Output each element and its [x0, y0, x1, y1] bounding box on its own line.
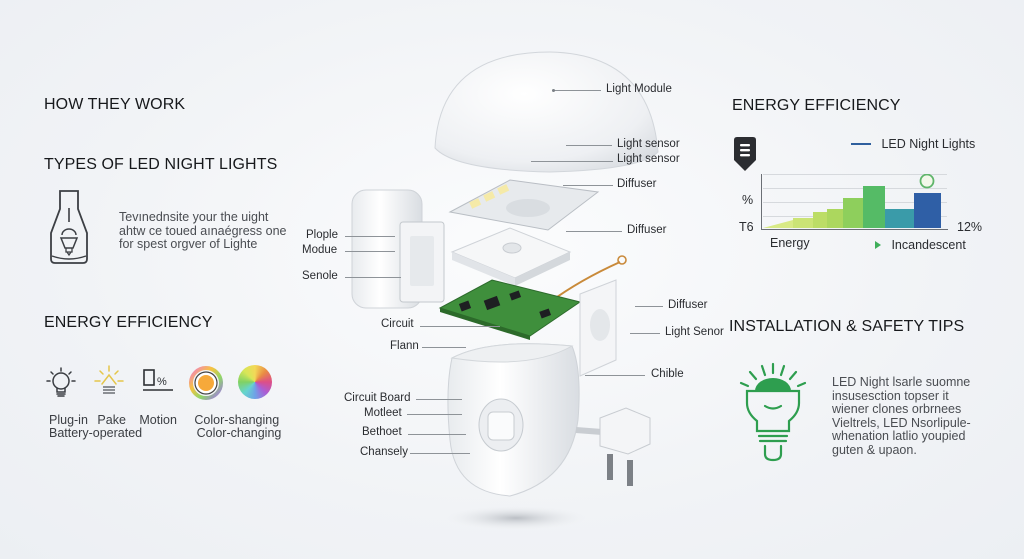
- leader-line: [553, 90, 601, 91]
- label-diffuser-3: Diffuser: [668, 299, 708, 311]
- label-diffuser-2: Diffuser: [627, 224, 667, 236]
- leader-line: [345, 251, 395, 252]
- leader-line: [585, 375, 645, 376]
- motion-percent-icon: %: [141, 368, 177, 396]
- leader-line: [416, 399, 462, 400]
- label-diffuser-1: Diffuser: [617, 178, 657, 190]
- leader-line: [420, 326, 500, 327]
- right-annotation: 12%: [957, 220, 983, 234]
- legend-line-marker: [851, 142, 871, 145]
- list-tag-icon: [734, 137, 756, 173]
- leader-line: [566, 231, 622, 232]
- leader-line: [566, 145, 612, 146]
- energy-efficiency-heading-right: ENERGY EFFICIENCY: [732, 97, 901, 114]
- bulb-outline-icon: [44, 366, 78, 400]
- y-tick-percent: %: [742, 193, 754, 207]
- leader-line: [345, 277, 401, 278]
- installation-description: LED Night lsarle suomne insusesction top…: [832, 375, 971, 457]
- bar-chart: [761, 174, 948, 230]
- label-light-sensor-2: Light sensor: [617, 153, 680, 165]
- leader-line: [410, 453, 470, 454]
- label-plople: Plople: [306, 229, 338, 241]
- x-axis-label: Energy: [770, 236, 810, 250]
- chart-legend-led: LED Night Lights: [851, 135, 975, 153]
- green-bulb-icon: [735, 362, 815, 466]
- how-they-work-heading: HOW THEY WORK: [44, 96, 186, 113]
- types-heading: TYPES OF LED NIGHT LIGHTS: [44, 156, 278, 173]
- leader-line: [422, 347, 466, 348]
- lamp-bottle-icon: [46, 188, 92, 266]
- chart-bars: [763, 174, 941, 228]
- label-motleet: Motleet: [364, 407, 402, 419]
- leader-line: [563, 185, 613, 186]
- label-light-senor: Light Senor: [665, 326, 724, 338]
- color-ring-icon: [188, 365, 224, 401]
- label-senole: Senole: [302, 270, 338, 282]
- y-tick-t6: T6: [739, 220, 754, 234]
- chart-legend-incandescent: Incandescent: [875, 236, 966, 254]
- color-wheel-icon: [238, 365, 272, 399]
- label-circuit: Circuit: [381, 318, 414, 330]
- bulb-rays-yellow-icon: [92, 364, 126, 398]
- label-light-sensor-1: Light sensor: [617, 138, 680, 150]
- leader-line: [531, 161, 613, 162]
- leader-line: [345, 236, 395, 237]
- legend-triangle-marker: [875, 241, 881, 249]
- label-chible: Chible: [651, 368, 684, 380]
- leader-dot: [552, 89, 555, 92]
- label-modue: Modue: [302, 244, 338, 256]
- label-light-module: Light Module: [606, 83, 672, 95]
- label-bethoet: Bethoet: [362, 426, 402, 438]
- types-captions: Plug-in Pake Motion Color-shanging Batte…: [49, 413, 282, 440]
- label-chansely: Chansely: [360, 446, 408, 458]
- svg-text:%: %: [157, 376, 167, 388]
- types-description: Tevınednsite your the uight ahtw ce toue…: [119, 210, 287, 251]
- energy-efficiency-heading-left: ENERGY EFFICIENCY: [44, 314, 213, 331]
- label-flann: Flann: [390, 340, 419, 352]
- label-circuit-board: Circuit Board: [344, 392, 411, 404]
- installation-heading: INSTALLATION & SAFETY TIPS: [729, 318, 965, 335]
- leader-line: [408, 434, 466, 435]
- exploded-diagram: [280, 40, 740, 540]
- leader-line: [630, 333, 660, 334]
- leader-line: [407, 414, 462, 415]
- leader-line: [635, 306, 663, 307]
